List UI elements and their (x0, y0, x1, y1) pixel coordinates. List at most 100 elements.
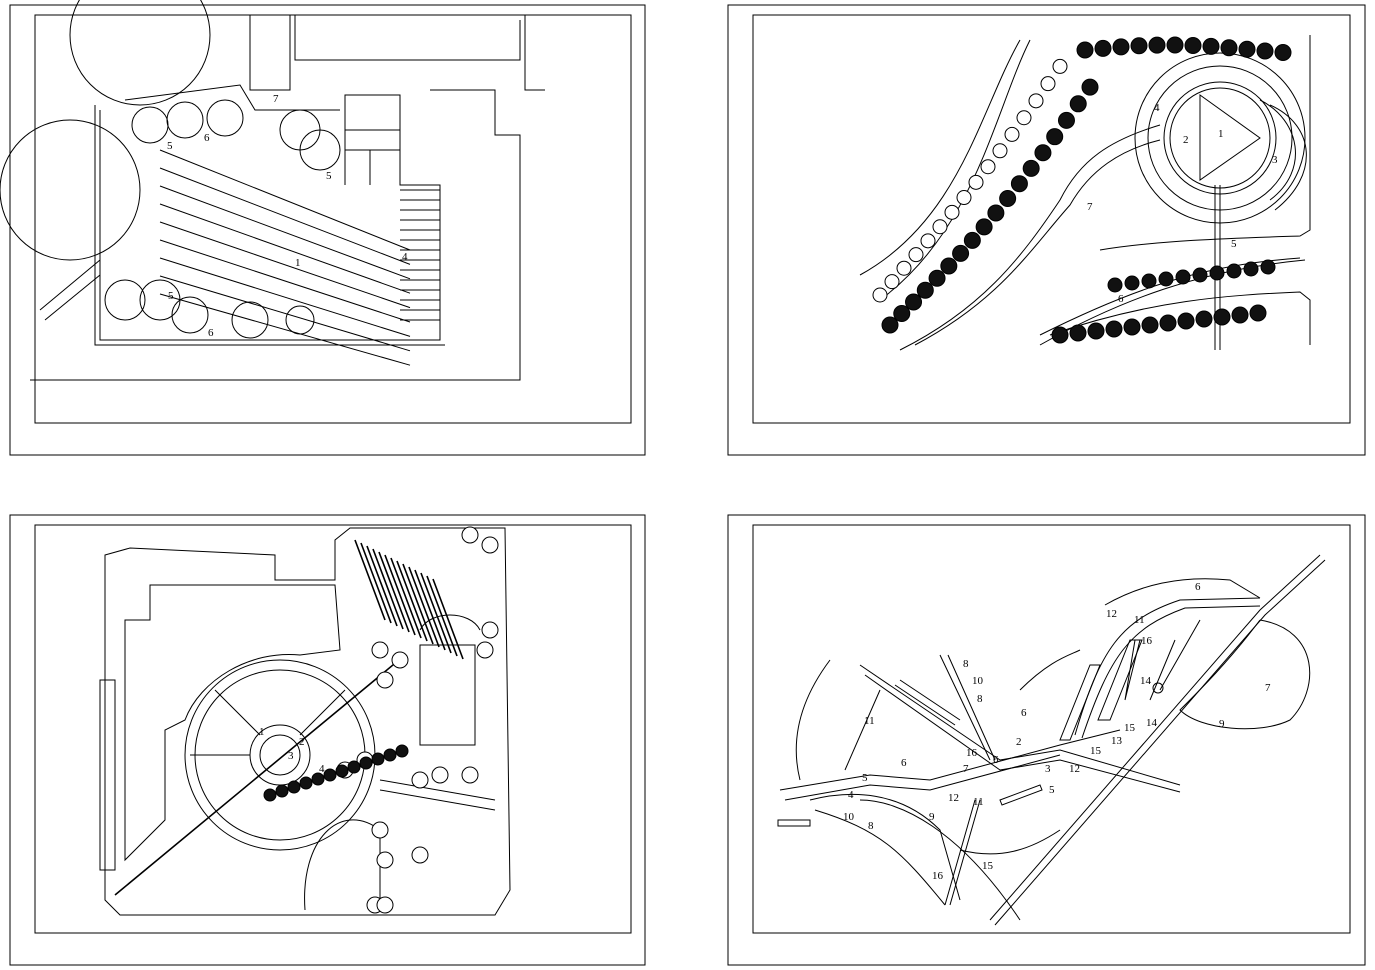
tree-symbol (1141, 273, 1157, 289)
plan-4-label: 7 (963, 763, 969, 775)
tree-symbol (928, 269, 946, 287)
plan-4-label: 15 (1090, 745, 1102, 757)
plan-1-label: 5 (167, 140, 173, 152)
tree-symbol (461, 766, 479, 784)
plan-4-label: 5 (862, 772, 868, 784)
plan-4-label: 6 (1021, 707, 1027, 719)
paving-stripe (159, 167, 411, 265)
tree-symbol (1238, 40, 1256, 58)
tree-symbol (371, 752, 385, 766)
tree-canopy (231, 301, 269, 339)
tree-symbol (999, 190, 1017, 208)
tree-symbol (275, 784, 289, 798)
tree-symbol (1051, 326, 1069, 344)
paving-stripe (159, 185, 411, 280)
tree-symbol (1046, 128, 1064, 146)
tree-symbol (920, 233, 936, 249)
plan-1-label: 4 (402, 251, 408, 263)
tree-symbol (956, 190, 972, 206)
tree-canopy (166, 101, 204, 139)
tree-row (366, 545, 398, 627)
tree-symbol (1220, 39, 1238, 57)
tree-symbol (1052, 58, 1068, 74)
paving-stripe (159, 149, 411, 251)
plan-4-label: 11 (864, 715, 875, 727)
tree-symbol (1123, 318, 1141, 336)
tree-symbol (1081, 78, 1099, 96)
paving-stripe (159, 221, 411, 309)
plan-3-label: 4 (319, 763, 325, 775)
plan-4-label: 11 (1134, 614, 1145, 626)
tree-symbol (963, 231, 981, 249)
tree-symbol (1192, 267, 1208, 283)
tree-symbol (1141, 316, 1159, 334)
tree-symbol (411, 846, 429, 864)
tree-canopy (299, 129, 341, 171)
tree-symbol (1069, 95, 1087, 113)
tree-symbol (431, 766, 449, 784)
tree-canopy (131, 106, 169, 144)
plan-2-label: 2 (1183, 134, 1189, 146)
plan-4-label: 9 (1219, 718, 1225, 730)
plan-4-drawing (777, 554, 1326, 926)
tree-symbol (376, 851, 394, 869)
tree-symbol (881, 316, 899, 334)
tree-symbol (376, 671, 394, 689)
plan-2-label: 3 (1272, 154, 1278, 166)
plan-3-labels: 1 2 3 4 (259, 726, 325, 775)
plan-4-label: 10 (843, 811, 855, 823)
plan-2-label: 4 (1154, 102, 1160, 114)
tree-symbol (1105, 320, 1123, 338)
tree-symbol (992, 143, 1008, 159)
plan-2-label: 1 (1218, 128, 1224, 140)
tree-symbol (1249, 304, 1267, 322)
tree-symbol (461, 526, 479, 544)
plan-4-label: 6 (901, 757, 907, 769)
tree-symbol (1213, 308, 1231, 326)
plan-4-label: 2 (1016, 736, 1022, 748)
tree-row (372, 548, 404, 630)
plan-1-drawing (0, 0, 545, 381)
paving-stripe (159, 239, 411, 323)
plan-1-frame (9, 4, 646, 456)
plan-2-label: 6 (1118, 293, 1124, 305)
tree-symbol (323, 768, 337, 782)
tree-symbol (944, 204, 960, 220)
plan-4-label: 16 (1141, 635, 1153, 647)
plan-3-label: 2 (299, 736, 305, 748)
tree-symbol (481, 536, 499, 554)
tree-symbol (1034, 144, 1052, 162)
tree-symbol (1004, 126, 1020, 142)
tree-symbol (1016, 110, 1032, 126)
tree-symbol (1243, 261, 1259, 277)
tree-symbol (980, 159, 996, 175)
tree-symbol (391, 651, 409, 669)
tree-symbol (311, 772, 325, 786)
tree-symbol (1231, 306, 1249, 324)
plan-4-label: 16 (932, 870, 944, 882)
tree-row (384, 554, 416, 636)
tree-symbol (1107, 277, 1123, 293)
plan-4-label: 5 (1049, 784, 1055, 796)
tree-row (402, 563, 434, 645)
plan-4-frame (727, 514, 1366, 966)
plan-4-label: 12 (1069, 763, 1080, 775)
plan-4-label: 6 (993, 754, 999, 766)
tree-row (390, 557, 422, 639)
tree-symbol (908, 247, 924, 263)
tree-symbol (335, 764, 349, 778)
tree-symbol (1175, 269, 1191, 285)
tree-symbol (896, 260, 912, 276)
tree-symbol (1260, 259, 1276, 275)
plan-1-labels: 7 6 5 5 4 1 5 6 (167, 93, 408, 339)
plan-1-label: 7 (273, 93, 279, 105)
plan-4-label: 12 (1106, 608, 1117, 620)
tree-symbol (975, 218, 993, 236)
tree-row (408, 566, 440, 648)
tree-symbol (395, 744, 409, 758)
tree-symbol (376, 896, 394, 914)
tree-symbol (1166, 36, 1184, 54)
tree-symbol (347, 760, 361, 774)
tree-row (354, 539, 386, 621)
tree-symbol (1159, 314, 1177, 332)
